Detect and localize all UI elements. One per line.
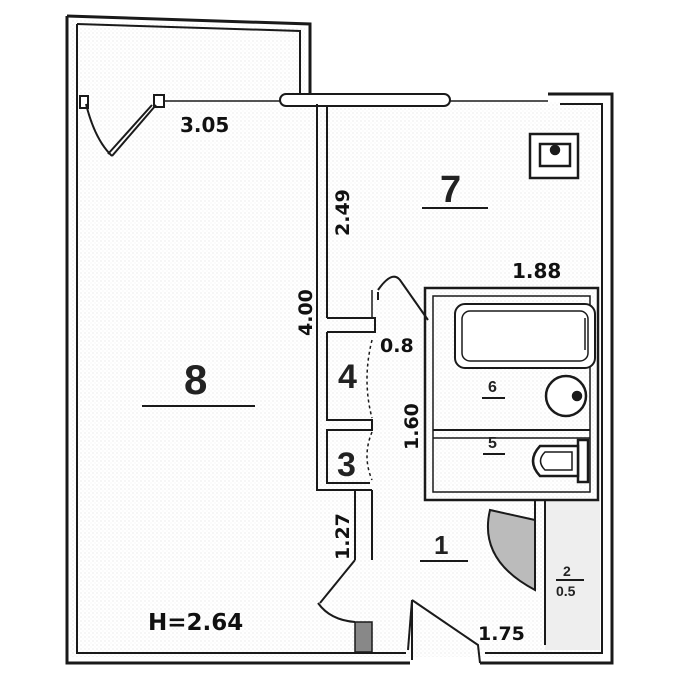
dimension-vertical-400: 4.00 (295, 289, 317, 336)
room-number-6: 6 (488, 379, 497, 396)
balcony-door (85, 103, 157, 157)
floor-fill (70, 20, 600, 657)
dimension-vertical-249: 2.49 (332, 189, 354, 236)
wc-door (486, 508, 536, 592)
toilet-icon (531, 438, 590, 484)
room-number-4: 4 (338, 358, 357, 396)
ceiling-height: H=2.64 (148, 610, 243, 636)
label-underlines (142, 207, 584, 581)
dimension-labels: 3.05 1.88 0.8 1.75 2.49 4.00 1.60 1.27 H… (148, 113, 561, 645)
dimension-top-left: 3.05 (180, 113, 229, 137)
dimension-bottom: 1.75 (478, 623, 525, 645)
room-number-8: 8 (184, 356, 207, 403)
round-sink-icon (544, 374, 588, 418)
entrance-door (407, 599, 481, 664)
bathroom-block (423, 286, 600, 645)
dimension-vertical-127: 1.27 (332, 513, 354, 560)
partition-8-7 (316, 104, 376, 491)
room-number-2: 2 (563, 563, 571, 579)
room-area-2: 0.5 (556, 583, 576, 599)
dimension-small: 0.8 (380, 335, 414, 357)
balcony-window (79, 93, 548, 109)
kitchen-door (377, 275, 429, 321)
room-number-7: 7 (440, 169, 461, 211)
room-number-5: 5 (488, 435, 497, 452)
closet-doors (366, 339, 373, 481)
room-labels: 8 7 4 3 6 5 1 2 0.5 (184, 169, 576, 599)
room-number-1: 1 (434, 530, 448, 560)
kitchen-sink-icon (528, 132, 580, 180)
dimension-top-right: 1.88 (512, 259, 561, 283)
bathtub-icon (454, 303, 596, 369)
room8-door (317, 490, 373, 653)
dimension-vertical-160: 1.60 (401, 403, 423, 450)
outer-walls (65, 14, 614, 665)
room-number-3: 3 (337, 446, 356, 484)
